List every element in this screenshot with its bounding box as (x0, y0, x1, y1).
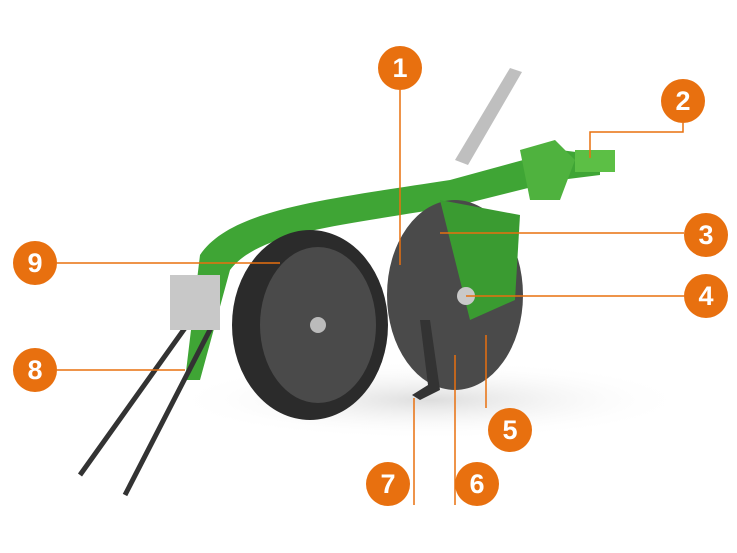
callout-5[interactable]: 5 (488, 408, 532, 452)
callout-3[interactable]: 3 (684, 213, 728, 257)
callout-8[interactable]: 8 (13, 348, 57, 392)
seed-boot (412, 320, 440, 400)
callout-9[interactable]: 9 (13, 241, 57, 285)
wheel-hub (310, 317, 326, 333)
callout-2[interactable]: 2 (661, 79, 705, 123)
hitch-tube (575, 150, 615, 172)
mount-bracket (520, 140, 575, 200)
callout-6[interactable]: 6 (455, 462, 499, 506)
tine-bracket (170, 275, 220, 330)
seed-tube (455, 68, 522, 165)
callout-4[interactable]: 4 (684, 274, 728, 318)
opener-frame (440, 200, 520, 320)
callout-7[interactable]: 7 (366, 462, 410, 506)
callout-1[interactable]: 1 (378, 46, 422, 90)
